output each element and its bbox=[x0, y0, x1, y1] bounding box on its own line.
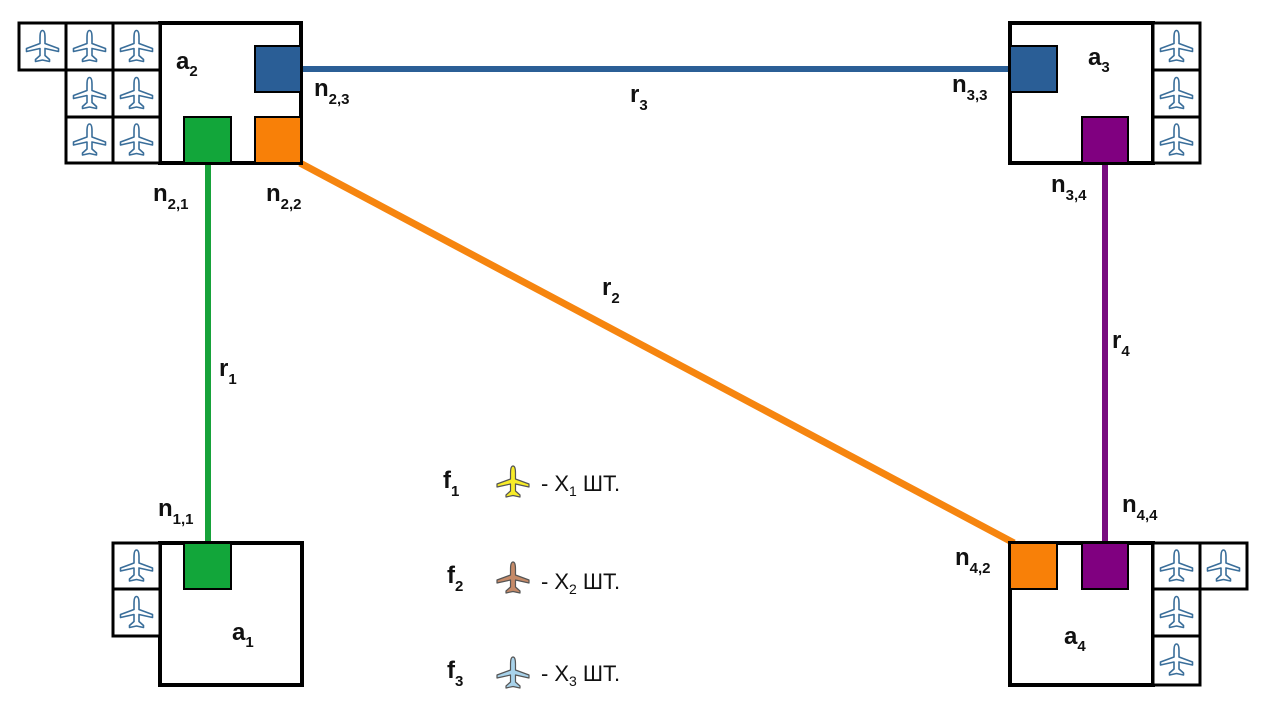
port-label-n21: n2,1 bbox=[153, 180, 189, 213]
legend-label: f3 bbox=[447, 657, 463, 690]
airport-a2: a2 bbox=[17, 21, 303, 165]
route-label-r1: r1 bbox=[219, 355, 237, 388]
route-r2-line bbox=[298, 159, 1016, 547]
airport-a1: a1 bbox=[111, 541, 304, 687]
light-blue-plane-icon bbox=[496, 656, 530, 689]
port-label-n44: n4,4 bbox=[1122, 491, 1158, 524]
airport-a4: a4 bbox=[1008, 541, 1249, 687]
port-n44 bbox=[1081, 542, 1129, 590]
route-label-r3: r3 bbox=[630, 81, 648, 114]
airport-label: a2 bbox=[176, 48, 198, 80]
port-label-n34: n3,4 bbox=[1051, 171, 1087, 204]
legend-label: f1 bbox=[443, 467, 459, 500]
port-n23 bbox=[254, 45, 302, 93]
airport-label: a4 bbox=[1064, 623, 1086, 655]
port-label-n23: n2,3 bbox=[314, 75, 350, 108]
airport-label: a3 bbox=[1088, 44, 1110, 76]
port-n22 bbox=[254, 116, 302, 164]
route-label-r4: r4 bbox=[1112, 327, 1130, 360]
yellow-plane-icon bbox=[496, 465, 530, 498]
port-n33 bbox=[1009, 45, 1058, 93]
airport-a3: a3 bbox=[1008, 21, 1202, 165]
port-n21 bbox=[183, 116, 232, 164]
airport-label: a1 bbox=[232, 619, 254, 651]
port-n42 bbox=[1009, 542, 1058, 590]
port-label-n42: n4,2 bbox=[955, 544, 991, 577]
port-label-n22: n2,2 bbox=[266, 180, 302, 213]
port-n34 bbox=[1081, 116, 1129, 164]
legend-label: f2 bbox=[447, 562, 463, 595]
port-label-n33: n3,3 bbox=[952, 71, 988, 104]
route-label-r2: r2 bbox=[602, 274, 620, 307]
port-label-n11: n1,1 bbox=[158, 495, 194, 528]
brown-plane-icon bbox=[496, 561, 530, 594]
port-n11 bbox=[183, 542, 232, 590]
